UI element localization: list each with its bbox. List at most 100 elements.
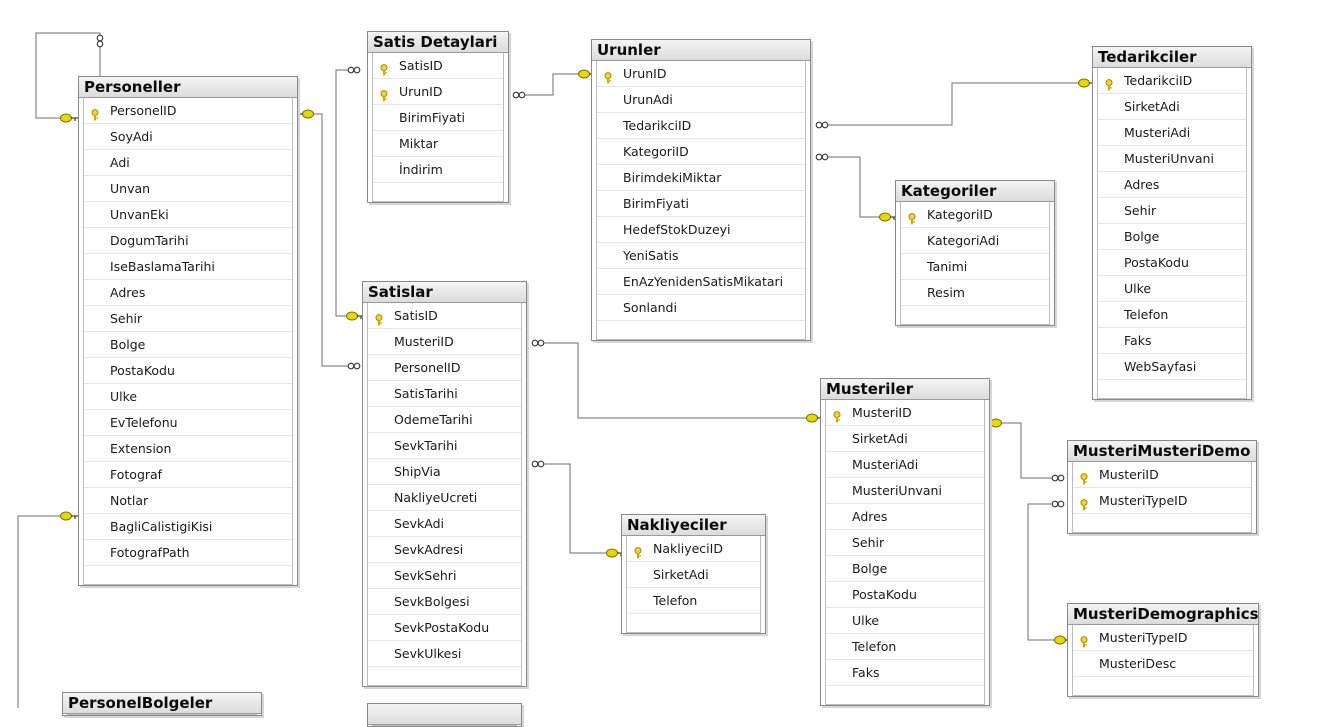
table-title[interactable]: Tedarikciler <box>1093 47 1251 68</box>
table-title[interactable]: MusteriDemographics <box>1068 604 1258 625</box>
column-row[interactable]: Unvan <box>84 176 292 202</box>
column-row[interactable]: TedarikciID <box>1098 68 1246 94</box>
relation-urunler-satisdetay[interactable] <box>516 73 580 96</box>
column-row[interactable]: UrunID <box>373 79 503 105</box>
column-row[interactable]: Faks <box>1098 328 1246 354</box>
relation-tedarikciler-urunler[interactable] <box>826 82 1080 126</box>
column-row[interactable]: FotografPath <box>84 540 292 566</box>
column-row[interactable]: Adres <box>84 280 292 306</box>
column-row[interactable]: Telefon <box>627 588 760 614</box>
column-row[interactable]: UrunID <box>597 61 805 87</box>
column-row[interactable]: SatisID <box>373 53 503 79</box>
column-row[interactable]: MusteriUnvani <box>1098 146 1246 172</box>
column-row[interactable]: KategoriAdi <box>901 228 1049 254</box>
column-row[interactable]: Tanimi <box>901 254 1049 280</box>
table-title[interactable]: Satislar <box>363 282 526 303</box>
column-row[interactable]: BagliCalistigiKisi <box>84 514 292 540</box>
table-title[interactable]: MusteriMusteriDemo <box>1068 441 1256 462</box>
column-row[interactable]: MusteriID <box>826 400 984 426</box>
column-row[interactable]: UnvanEki <box>84 202 292 228</box>
column-row[interactable]: MusteriUnvani <box>826 478 984 504</box>
column-row[interactable]: Extension <box>84 436 292 462</box>
table-personel-bolgeler[interactable]: PersonelBolgeler <box>62 692 262 716</box>
column-row[interactable]: Adres <box>1098 172 1246 198</box>
column-row[interactable]: MusteriTypeID <box>1073 488 1251 514</box>
table-title[interactable]: Personeller <box>79 77 297 98</box>
column-row[interactable]: Ulke <box>1098 276 1246 302</box>
column-row[interactable]: Sehir <box>84 306 292 332</box>
column-row[interactable]: MusteriDesc <box>1073 651 1253 677</box>
table-title[interactable]: Satis Detaylari <box>368 32 508 53</box>
column-row[interactable]: SevkSehri <box>368 563 521 589</box>
column-row[interactable]: Miktar <box>373 131 503 157</box>
column-row[interactable]: MusteriID <box>368 329 521 355</box>
column-row[interactable]: PostaKodu <box>84 358 292 384</box>
column-row[interactable]: Telefon <box>826 634 984 660</box>
column-row[interactable]: Resim <box>901 280 1049 306</box>
relation-demographics-demo[interactable] <box>1027 503 1055 641</box>
relation-musteriler-demo[interactable] <box>998 422 1055 479</box>
table-title[interactable]: Urunler <box>592 40 810 61</box>
column-row[interactable]: Notlar <box>84 488 292 514</box>
column-row[interactable]: SirketAdi <box>826 426 984 452</box>
column-row[interactable]: Faks <box>826 660 984 686</box>
column-row[interactable]: OdemeTarihi <box>368 407 521 433</box>
column-row[interactable]: WebSayfasi <box>1098 354 1246 380</box>
column-row[interactable]: MusteriID <box>1073 462 1251 488</box>
column-row[interactable]: YeniSatis <box>597 243 805 269</box>
column-row[interactable]: NakliyeUcreti <box>368 485 521 511</box>
relation-personeller-bolgeler[interactable] <box>17 515 70 708</box>
relation-personeller-satislar[interactable] <box>298 113 352 367</box>
column-row[interactable]: Bolge <box>826 556 984 582</box>
column-row[interactable]: SatisID <box>368 303 521 329</box>
column-row[interactable]: SevkTarihi <box>368 433 521 459</box>
column-row[interactable]: Telefon <box>1098 302 1246 328</box>
column-row[interactable]: Bolge <box>84 332 292 358</box>
column-row[interactable]: EnAzYenidenSatisMikatari <box>597 269 805 295</box>
relation-kategoriler-urunler[interactable] <box>826 156 880 218</box>
column-row[interactable]: SoyAdi <box>84 124 292 150</box>
column-row[interactable]: IseBaslamaTarihi <box>84 254 292 280</box>
column-row[interactable]: PersonelID <box>84 98 292 124</box>
relation-nakliyeciler-satislar[interactable] <box>542 463 607 554</box>
column-row[interactable]: SirketAdi <box>627 562 760 588</box>
table-partial-table[interactable] <box>367 703 522 727</box>
column-row[interactable]: SevkUlkesi <box>368 641 521 667</box>
column-row[interactable]: BirimFiyati <box>597 191 805 217</box>
table-title[interactable]: Kategoriler <box>896 181 1054 202</box>
column-row[interactable]: KategoriID <box>597 139 805 165</box>
table-title[interactable]: Nakliyeciler <box>622 515 765 536</box>
column-row[interactable]: Sehir <box>1098 198 1246 224</box>
relation-satislar-satisdetay[interactable] <box>335 69 352 317</box>
column-row[interactable]: Bolge <box>1098 224 1246 250</box>
column-row[interactable]: SirketAdi <box>1098 94 1246 120</box>
column-row[interactable]: MusteriAdi <box>826 452 984 478</box>
column-row[interactable]: Fotograf <box>84 462 292 488</box>
column-row[interactable]: MusteriTypeID <box>1073 625 1253 651</box>
column-row[interactable]: ShipVia <box>368 459 521 485</box>
column-row[interactable]: SatisTarihi <box>368 381 521 407</box>
column-row[interactable]: MusteriAdi <box>1098 120 1246 146</box>
column-row[interactable]: DogumTarihi <box>84 228 292 254</box>
column-row[interactable]: Ulke <box>826 608 984 634</box>
column-row[interactable]: BirimFiyati <box>373 105 503 131</box>
column-row[interactable]: Adi <box>84 150 292 176</box>
column-row[interactable]: Ulke <box>84 384 292 410</box>
column-row[interactable]: PostaKodu <box>1098 250 1246 276</box>
table-title[interactable]: PersonelBolgeler <box>63 693 261 714</box>
column-row[interactable]: Sonlandi <box>597 295 805 321</box>
column-row[interactable]: SevkAdi <box>368 511 521 537</box>
column-row[interactable]: PostaKodu <box>826 582 984 608</box>
column-row[interactable]: HedefStokDuzeyi <box>597 217 805 243</box>
column-row[interactable]: BirimdekiMiktar <box>597 165 805 191</box>
column-row[interactable]: Sehir <box>826 530 984 556</box>
column-row[interactable]: SevkAdresi <box>368 537 521 563</box>
